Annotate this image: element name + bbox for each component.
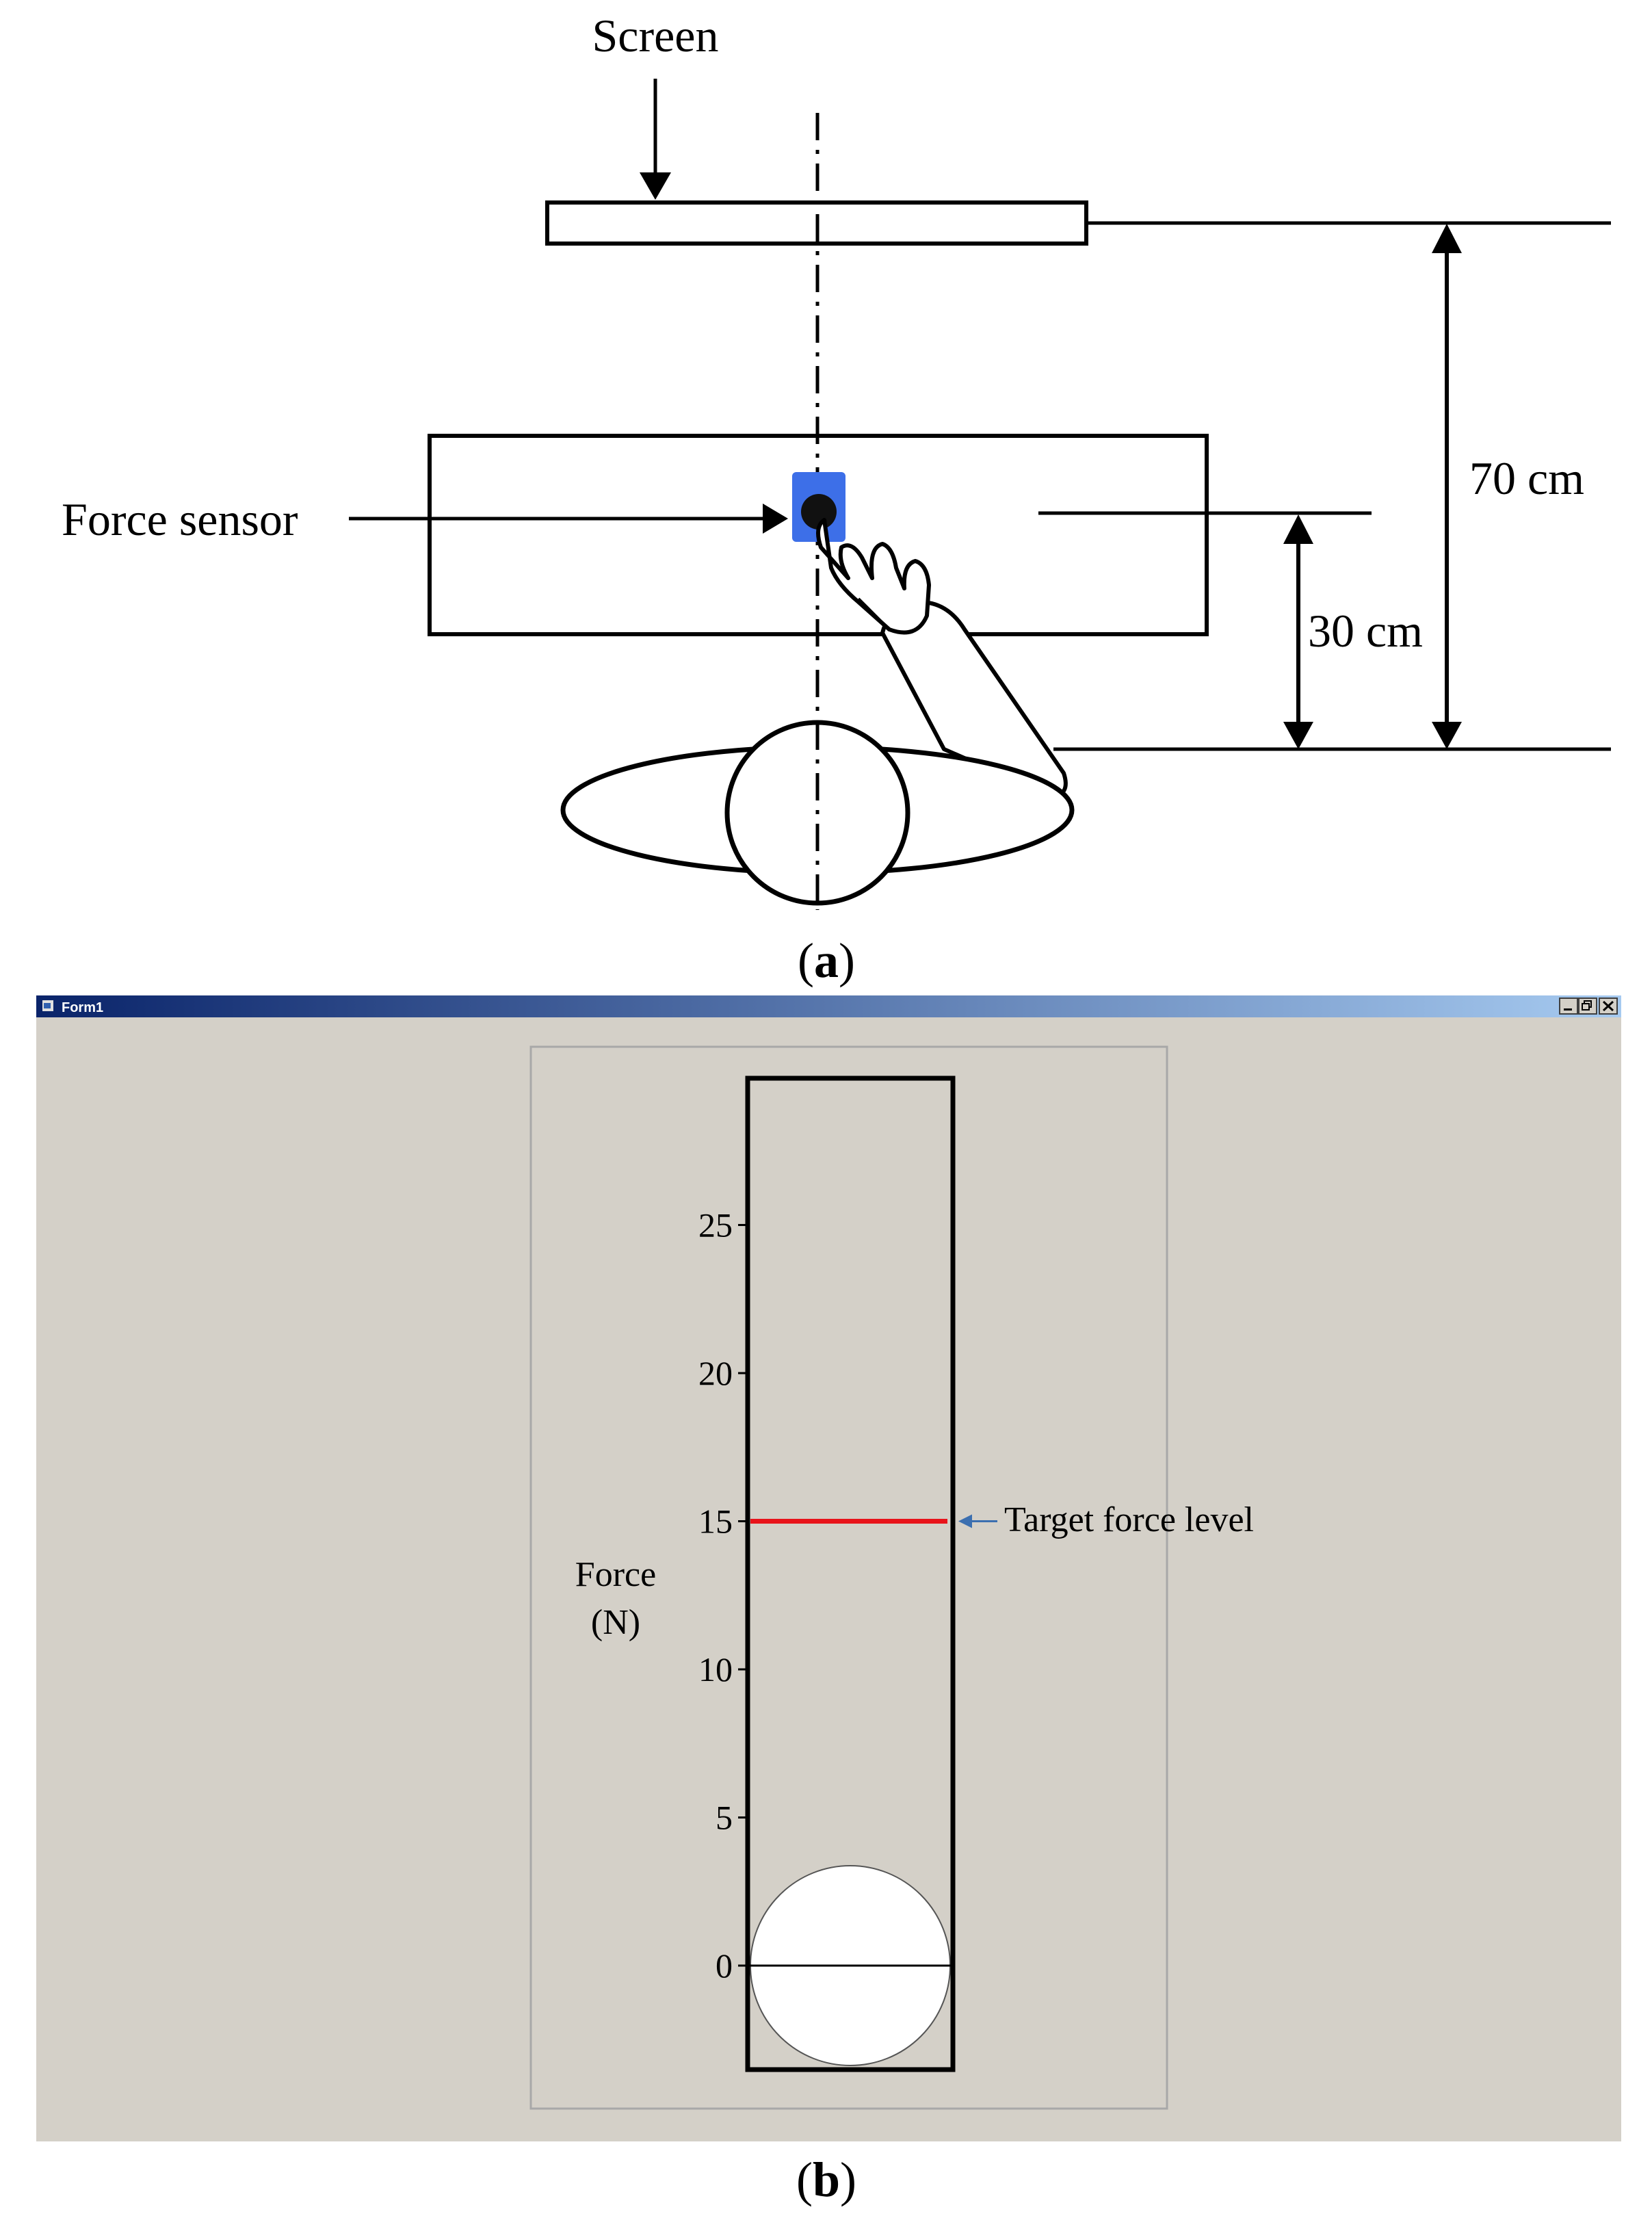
caption-a: (a): [798, 933, 855, 988]
force-sensor-arrow: [349, 504, 788, 534]
force-gauge: 0 5 10 15 20 25: [698, 1076, 997, 2072]
target-arrow-head: [958, 1514, 972, 1528]
tick-label: 15: [698, 1502, 733, 1541]
person-icon: [560, 720, 1075, 910]
y-label-line1: Force: [575, 1555, 656, 1594]
caption-a-letter: a: [814, 933, 839, 988]
title-bar[interactable]: [36, 995, 1621, 1017]
y-label-line2: (N): [591, 1603, 640, 1642]
inner-frame: [529, 1045, 1168, 2110]
target-force-label: Target force level: [1004, 1500, 1254, 1539]
table-rect: [428, 434, 1209, 636]
panel-b: Form1 0 5 10 15 20 25 Force (N) Target force …: [36, 995, 1621, 2207]
tick-label: 0: [716, 1946, 733, 1985]
close-icon[interactable]: [1599, 998, 1618, 1015]
panel-a: Screen Force sensor: [62, 10, 1611, 988]
minimize-icon[interactable]: [1559, 998, 1578, 1015]
dim-30-label: 30 cm: [1308, 605, 1423, 657]
app-icon: [42, 1000, 53, 1011]
dim-70-arrow: [1432, 224, 1462, 749]
force-sensor-icon: [792, 472, 845, 542]
gauge-frame: [745, 1076, 956, 2072]
window-title: Form1: [62, 1000, 103, 1015]
force-sensor-label: Force sensor: [62, 493, 298, 545]
screen-label: Screen: [592, 10, 718, 62]
screen-arrow: [640, 79, 671, 200]
tick-label: 20: [698, 1354, 733, 1392]
dim-30-arrow: [1283, 514, 1313, 749]
dim-70-label: 70 cm: [1469, 452, 1584, 504]
caption-b-letter: b: [813, 2152, 840, 2207]
tick-label: 25: [698, 1206, 733, 1244]
tick-label: 5: [716, 1799, 733, 1837]
caption-b: (b): [796, 2152, 856, 2207]
tick-label: 10: [698, 1650, 733, 1689]
restore-icon[interactable]: [1578, 998, 1597, 1015]
